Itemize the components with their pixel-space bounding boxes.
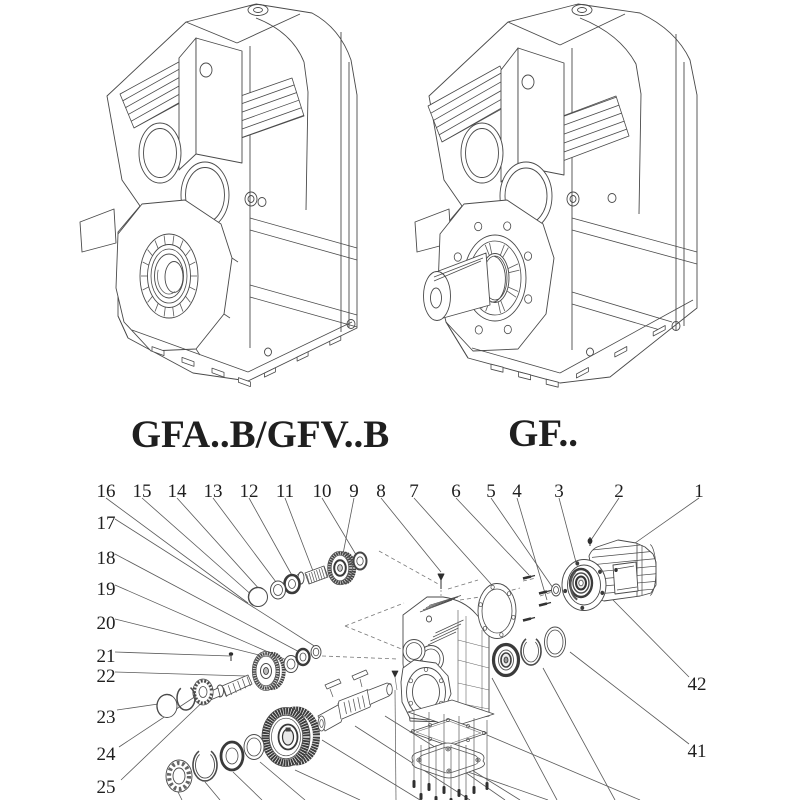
svg-text:GFA..B/GFV..B: GFA..B/GFV..B: [131, 413, 390, 456]
svg-text:23: 23: [97, 707, 116, 728]
svg-text:16: 16: [97, 481, 116, 502]
svg-text:13: 13: [204, 481, 223, 502]
svg-text:7: 7: [409, 481, 419, 502]
svg-text:21: 21: [97, 646, 116, 667]
svg-text:17: 17: [97, 513, 116, 534]
svg-text:22: 22: [97, 666, 116, 687]
svg-text:10: 10: [313, 481, 332, 502]
svg-text:GF..: GF..: [508, 412, 578, 455]
svg-text:9: 9: [349, 481, 359, 502]
svg-text:1: 1: [694, 481, 704, 502]
svg-text:5: 5: [486, 481, 496, 502]
svg-text:25: 25: [97, 777, 116, 798]
svg-text:11: 11: [276, 481, 294, 502]
svg-text:20: 20: [97, 613, 116, 634]
svg-text:2: 2: [614, 481, 624, 502]
svg-text:41: 41: [688, 741, 707, 762]
svg-text:12: 12: [240, 481, 259, 502]
svg-text:8: 8: [376, 481, 386, 502]
svg-text:24: 24: [97, 744, 117, 765]
svg-text:42: 42: [688, 674, 707, 695]
svg-text:3: 3: [554, 481, 564, 502]
svg-text:15: 15: [133, 481, 152, 502]
svg-text:18: 18: [97, 548, 116, 569]
svg-text:6: 6: [451, 481, 461, 502]
svg-text:19: 19: [97, 579, 116, 600]
svg-text:14: 14: [168, 481, 188, 502]
svg-text:4: 4: [512, 481, 522, 502]
